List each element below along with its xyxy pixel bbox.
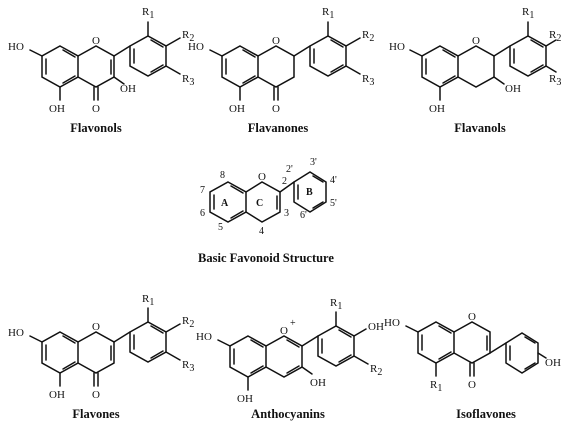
r1-label: R1 [142,6,154,21]
position-6: 6 [200,208,205,219]
carbonyl-o: O [92,389,100,401]
ring-oxygen: O [92,321,100,333]
oxonium-charge: + [290,318,296,329]
r2-label: R2 [362,29,374,44]
r1-label: R1 [322,6,334,21]
position-4: 4 [259,226,264,237]
oh-3: OH [505,83,521,95]
r2-label: R2 [182,29,194,44]
flavones-label: Flavones [72,407,119,421]
oh-5: OH [49,103,65,115]
position-5-prime: 5' [330,198,337,209]
flavonols-structure: O HO OH O OH R1 R2 R3 Flavonols [8,6,194,135]
r1-label: R1 [142,293,154,308]
oh-3: OH [310,377,326,389]
r1-label: R1 [430,379,442,394]
flavonols-label: Flavonols [70,121,122,135]
r3-label: R3 [362,73,374,88]
carbonyl-o: O [272,103,280,115]
ho-7: HO [8,41,24,53]
isoflavones-label: Isoflavones [456,407,516,421]
oh-5: OH [49,389,65,401]
basic-flavonoid-structure: O A C B 2 3 4 5 6 7 8 2' 3' 4' 5' 6' Bas… [198,157,337,265]
basic-structure-label: Basic Favonoid Structure [198,251,334,265]
r1-label: R1 [330,297,342,312]
ring-oxygen: O [258,171,266,183]
oh-4-prime: OH [368,321,384,333]
flavanones-label: Flavanones [248,121,309,135]
ho-7: HO [8,327,24,339]
position-3: 3 [284,208,289,219]
position-5: 5 [218,222,223,233]
carbonyl-o: O [468,379,476,391]
r1-label: R1 [522,6,534,21]
ring-oxygen: O [280,325,288,337]
r2-label: R2 [370,363,382,378]
flavanones-structure: O HO OH O R1 R2 R3 Flavanones [188,6,374,135]
flavanols-label: Flavanols [454,121,506,135]
ring-oxygen: O [472,35,480,47]
oh-5: OH [429,103,445,115]
ho-7: HO [196,331,212,343]
anthocyanins-label: Anthocyanins [251,407,325,421]
ring-c-label: C [256,198,263,209]
carbonyl-o: O [92,103,100,115]
flavones-structure: O HO OH O R1 R2 R3 Flavones [8,293,194,421]
r3-label: R3 [549,73,561,88]
r2-label: R2 [182,315,194,330]
ring-oxygen: O [92,35,100,47]
position-2: 2 [282,176,287,187]
position-3-prime: 3' [310,157,317,168]
r2-label: R2 [549,29,561,44]
ho-7: HO [389,41,405,53]
anthocyanins-structure: O + HO OH OH OH R1 R2 Anthocyanins [196,297,384,421]
position-7: 7 [200,185,205,196]
isoflavones-structure: O HO R1 O OH Isoflavones [384,311,561,421]
ring-b-label: B [306,187,313,198]
ring-a-label: A [221,198,229,209]
r3-label: R3 [182,73,194,88]
ring-oxygen: O [272,35,280,47]
oh-5: OH [237,393,253,405]
position-4-prime: 4' [330,175,337,186]
ring-oxygen: O [468,311,476,323]
position-6-prime: 6' [300,210,307,221]
position-8: 8 [220,170,225,181]
oh-4-prime: OH [545,357,561,369]
r3-label: R3 [182,359,194,374]
flavanols-structure: O HO OH OH R1 R2 R3 Flavanols [389,6,561,135]
oh-3: OH [120,83,136,95]
oh-5: OH [229,103,245,115]
ho-7: HO [384,317,400,329]
ho-7: HO [188,41,204,53]
position-2-prime: 2' [286,164,293,175]
